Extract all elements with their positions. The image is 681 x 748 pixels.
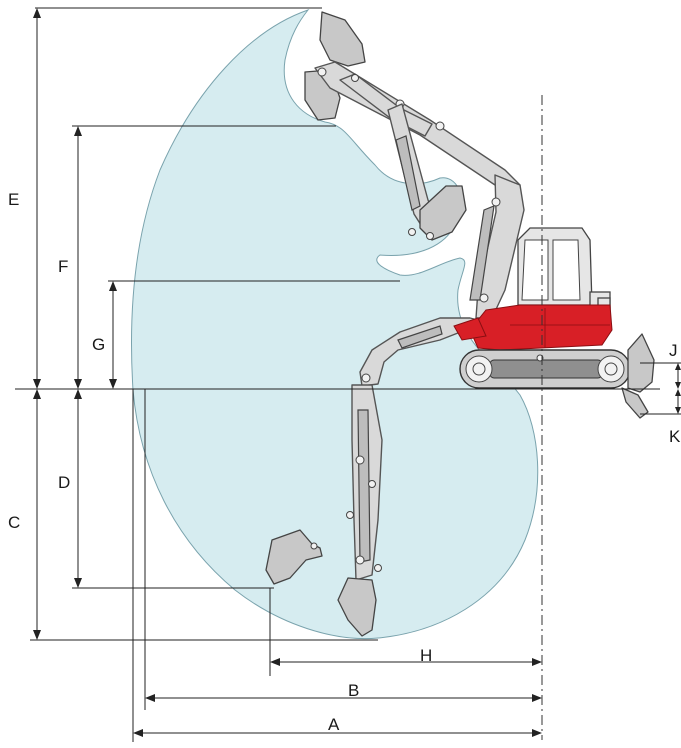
track-icon — [459, 349, 631, 389]
bucket-icon — [265, 529, 323, 585]
label-a: A — [328, 715, 340, 734]
label-f: F — [58, 257, 68, 276]
excavator-icon — [453, 227, 655, 419]
label-b: B — [348, 681, 359, 700]
label-c: C — [8, 513, 20, 532]
label-d: D — [58, 473, 70, 492]
label-k: K — [669, 427, 681, 446]
label-g: G — [92, 335, 105, 354]
label-e: E — [8, 190, 19, 209]
label-h: H — [420, 646, 432, 665]
machine-body-red — [469, 304, 613, 351]
bucket-icon — [319, 11, 366, 67]
label-j: J — [669, 341, 678, 360]
arm-top-position — [304, 11, 525, 319]
